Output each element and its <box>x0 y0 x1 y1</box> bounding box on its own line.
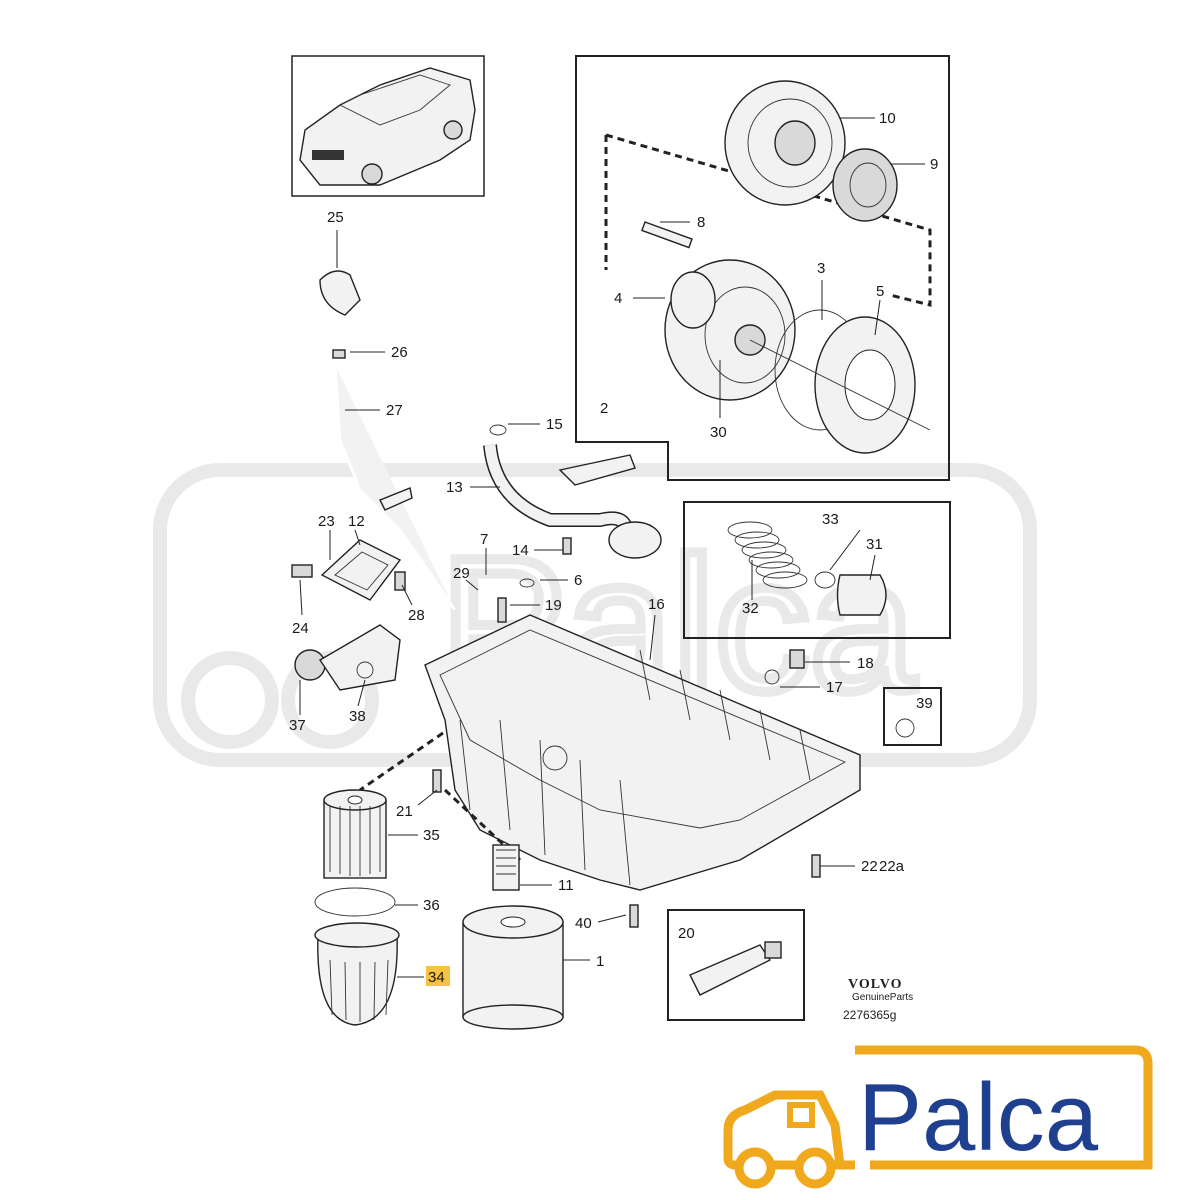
label-6: 6 <box>574 572 582 589</box>
palca-logo: Palca <box>723 1045 1153 1189</box>
label-32: 32 <box>742 600 759 617</box>
sealant-panel <box>667 909 805 1021</box>
label-16: 16 <box>648 596 665 613</box>
vehicle-thumbnail <box>291 55 485 197</box>
highlight-34 <box>426 966 450 986</box>
label-39: 39 <box>916 695 933 712</box>
label-7: 7 <box>480 531 488 548</box>
label-5: 5 <box>876 283 884 300</box>
label-37: 37 <box>289 717 306 734</box>
label-26: 26 <box>391 344 408 361</box>
label-1: 1 <box>596 953 604 970</box>
relief-valve-panel <box>683 501 951 639</box>
label-2: 2 <box>600 400 608 417</box>
diagram-code: 2276365g <box>843 1008 896 1022</box>
label-12: 12 <box>348 513 365 530</box>
oil-filter-cartridge <box>314 731 522 1026</box>
dipstick <box>319 270 457 611</box>
leader-lines <box>299 117 925 978</box>
label-11: 11 <box>558 877 574 894</box>
label-31: 31 <box>866 536 883 553</box>
label-21: 21 <box>396 803 413 820</box>
part-labels: 10 9 8 4 3 5 2 30 33 31 32 25 26 27 15 1… <box>289 110 938 986</box>
label-30: 30 <box>710 424 727 441</box>
label-3: 3 <box>817 260 825 277</box>
engine-mount <box>294 624 401 691</box>
label-15: 15 <box>546 416 563 433</box>
label-36: 36 <box>423 897 440 914</box>
breather-hose <box>483 424 662 559</box>
spin-on-filter <box>462 844 564 1030</box>
label-20: 20 <box>678 925 695 942</box>
label-40: 40 <box>575 915 592 932</box>
label-22a: 22a <box>879 858 905 875</box>
label-25: 25 <box>327 209 344 226</box>
label-38: 38 <box>349 708 366 725</box>
spring <box>727 521 808 589</box>
genuine-parts-text: GenuineParts <box>852 992 913 1003</box>
label-13: 13 <box>446 479 463 496</box>
truck-icon <box>723 1090 855 1170</box>
label-9: 9 <box>930 156 938 173</box>
volvo-mark: VOLVO GenuineParts 2276365g <box>843 977 913 1022</box>
oil-sump <box>424 614 861 891</box>
item39-panel <box>883 687 942 746</box>
label-28: 28 <box>408 607 425 624</box>
label-19: 19 <box>545 597 562 614</box>
label-23: 23 <box>318 513 335 530</box>
label-22: 22 <box>861 858 878 875</box>
label-18: 18 <box>857 655 874 672</box>
volvo-logo: VOLVO <box>848 977 903 992</box>
bracket <box>291 539 406 601</box>
brand-name: Palca <box>858 1064 1099 1171</box>
label-4: 4 <box>614 290 622 307</box>
label-35: 35 <box>423 827 440 844</box>
label-34: 34 <box>428 969 445 986</box>
label-24: 24 <box>292 620 309 637</box>
label-14: 14 <box>512 542 529 559</box>
label-33: 33 <box>822 511 839 528</box>
label-27: 27 <box>386 402 403 419</box>
label-29: 29 <box>453 565 470 582</box>
label-10: 10 <box>879 110 896 127</box>
label-8: 8 <box>697 214 705 231</box>
label-17: 17 <box>826 679 843 696</box>
oil-pump-panel <box>575 55 950 481</box>
